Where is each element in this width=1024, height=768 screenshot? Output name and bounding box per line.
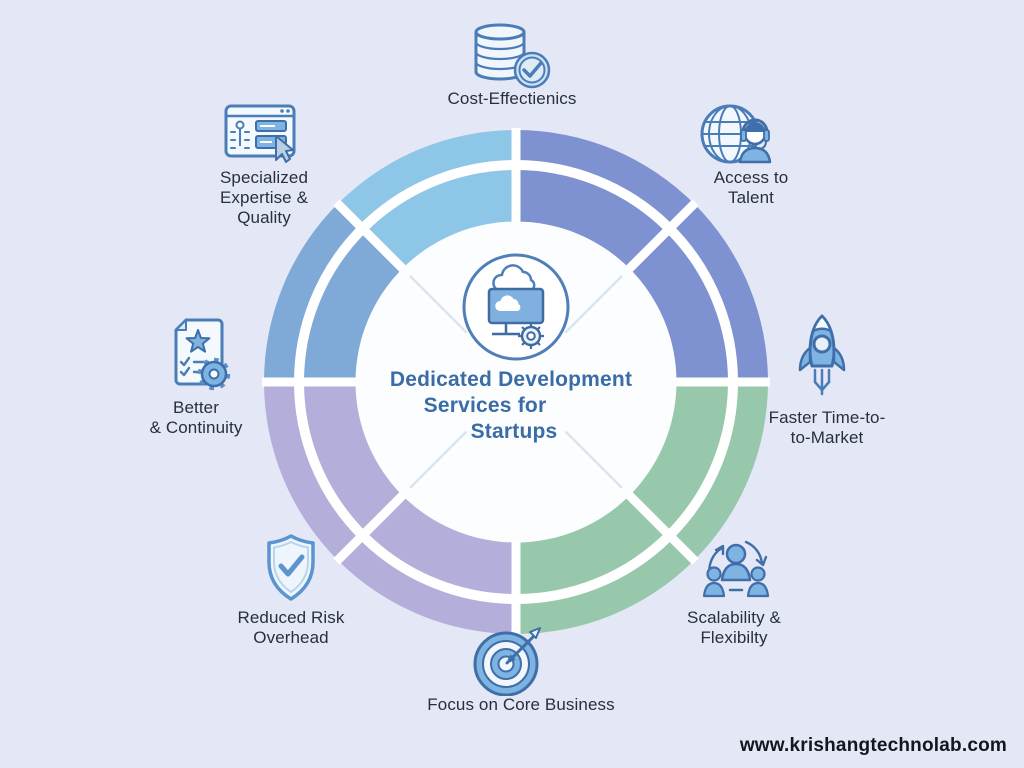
benefit-label-reduced-risk-overhead: Reduced Risk Overhead [237,608,344,648]
ring-divider [618,199,699,280]
center-spoke-lines [409,275,623,489]
label-line: Talent [728,188,774,207]
label-line: Flexibilty [700,628,768,647]
ring-divider [333,484,414,565]
label-line: & Continuity [149,418,243,437]
document-star-gear-icon [174,318,231,391]
band-separator-ring [294,160,738,604]
title-line: Dedicated Development [389,368,633,391]
cloud-computer-gear-icon [462,253,570,361]
website-watermark: www.krishangtechnolab.com [739,735,1007,756]
ring-divider [333,199,414,280]
label-line: Better [173,398,219,417]
benefit-label-access-to-talent: Access to Talent [714,168,789,208]
label-line: Reduced Risk [237,608,345,627]
benefit-label-specialized-expertise: Specialized Expertise & Quality [220,168,308,228]
title-line: Services for [423,394,547,417]
shield-check-icon [267,534,315,601]
diagram-title: Dedicated Development Services for Start… [390,367,632,445]
label-line: Cost-Effectienics [447,89,577,108]
benefit-label-cost-effectiveness: Cost-Effectienics [448,89,577,109]
benefit-label-scalability-flexibility: Scalability & Flexibilty [687,608,781,648]
browser-cursor-icon [224,104,296,163]
benefit-label-faster-time-to-market: Faster Time-to- to-Market [769,408,886,448]
label-line: Specialized [219,168,309,187]
team-cycle-icon [702,540,770,598]
label-line: Focus on Core Business [427,695,615,714]
benefit-label-better-continuity: Better & Continuity [150,398,243,438]
globe-support-icon [700,104,772,164]
rocket-icon [798,314,846,396]
ring-divider [618,484,699,565]
label-line: Expertise & [219,188,309,207]
benefit-label-focus-on-core-business: Focus on Core Business [427,695,614,715]
title-line: Startups [470,420,558,443]
target-arrow-icon [473,627,541,696]
label-line: Access to [713,168,789,187]
label-line: Quality [237,208,291,227]
label-line: Overhead [253,628,329,647]
coins-check-icon [474,23,551,89]
label-line: to-Market [790,428,864,447]
label-line: Faster Time-to- [768,408,886,427]
label-line: Scalability & [687,608,781,627]
